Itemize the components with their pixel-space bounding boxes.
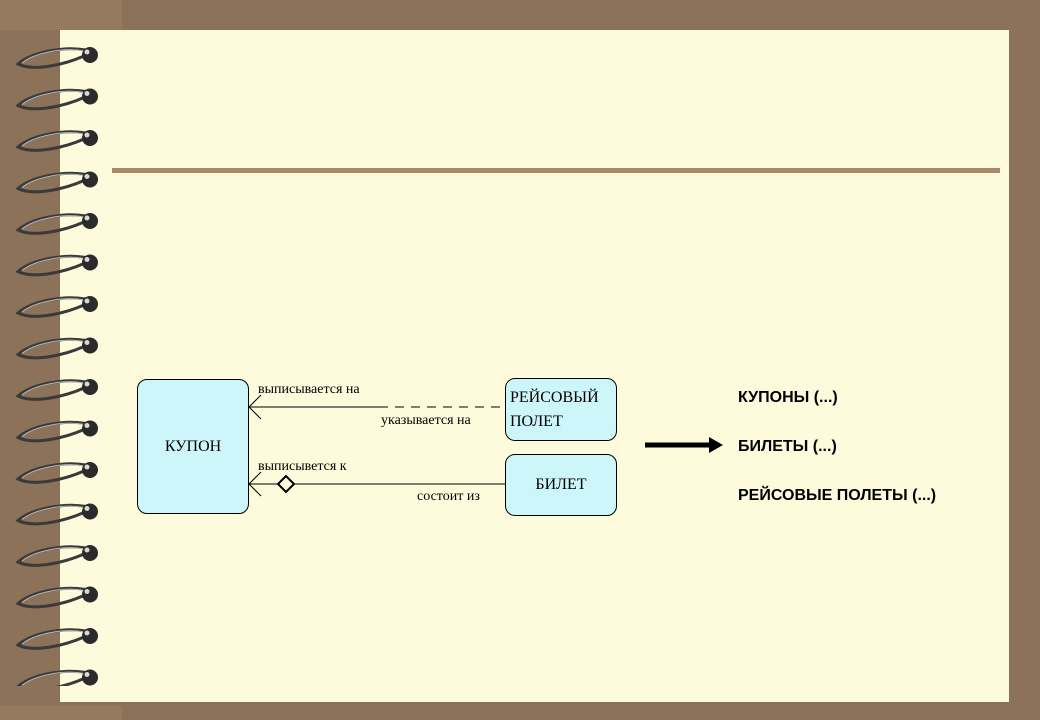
binding-hole xyxy=(82,337,98,354)
binding-hole-shine xyxy=(84,298,90,304)
spiral-ring-highlight xyxy=(21,298,85,313)
crows-foot-icon xyxy=(248,471,262,497)
er-diagram: КУПОН РЕЙСОВЫЙ ПОЛЕТ БИЛЕТ выписывается … xyxy=(137,365,995,525)
binding-hole-shine xyxy=(84,672,90,677)
corner-tab-bottom xyxy=(0,706,122,720)
binding-hole-shine xyxy=(84,547,90,553)
entity-coupon-label: КУПОН xyxy=(164,437,222,455)
entity-flight-label-line2: ПОЛЕТ xyxy=(510,413,563,430)
spiral-ring-wire xyxy=(15,503,87,526)
spiral-ring-wire xyxy=(15,545,87,567)
table-item-flights: РЕЙСОВЫЕ ПОЛЕТЫ (...) xyxy=(738,487,937,504)
spiral-ring-wire xyxy=(15,337,87,360)
spiral-ring-wire xyxy=(15,628,87,650)
binding-hole-shine xyxy=(84,91,90,96)
binding-hole xyxy=(82,628,98,644)
binding-hole xyxy=(82,88,98,105)
binding-hole xyxy=(82,47,98,63)
corner-tab xyxy=(0,0,122,30)
title-divider xyxy=(112,168,1000,173)
spiral-ring-wire xyxy=(15,586,87,609)
spiral-ring-wire xyxy=(15,254,87,277)
binding-hole-shine xyxy=(84,630,90,636)
binding-hole xyxy=(82,420,98,437)
spiral-ring-wire xyxy=(15,462,87,484)
spiral-ring-highlight xyxy=(21,381,85,396)
spiral-ring-highlight xyxy=(21,547,85,562)
spiral-ring-highlight xyxy=(21,132,85,147)
spiral-ring-highlight xyxy=(21,588,85,603)
spiral-ring-highlight xyxy=(21,256,85,271)
diamond-icon xyxy=(276,474,296,494)
spiral-ring-wire xyxy=(15,171,87,194)
binding-hole-shine xyxy=(84,174,90,179)
spiral-ring-wire xyxy=(15,47,87,69)
relationship-label: выписывется к xyxy=(258,459,347,474)
entity-coupon: КУПОН xyxy=(137,379,249,514)
binding-hole xyxy=(82,669,98,686)
spiral-ring-highlight xyxy=(21,215,85,230)
entity-ticket-label: БИЛЕТ xyxy=(535,476,587,493)
relationship-label: указывается на xyxy=(381,413,471,428)
spiral-ring-wire xyxy=(16,669,87,686)
spiral-ring-wire xyxy=(15,213,87,235)
binding-hole-shine xyxy=(84,423,90,428)
spiral-ring-wire xyxy=(15,130,87,152)
spiral-binding-icon xyxy=(15,47,98,686)
binding-hole-shine xyxy=(84,340,90,345)
binding-hole xyxy=(82,171,98,188)
crows-foot-icon xyxy=(248,394,262,420)
entity-flight-label-line1: РЕЙСОВЫЙ xyxy=(510,389,599,406)
binding-hole xyxy=(82,213,98,229)
spiral-ring-highlight xyxy=(21,464,85,479)
binding-hole-shine xyxy=(84,49,90,55)
binding-hole-shine xyxy=(84,589,90,594)
binding-hole-shine xyxy=(84,381,90,387)
arrow-head-icon xyxy=(709,437,723,453)
table-list: КУПОНЫ (...) БИЛЕТЫ (...) РЕЙСОВЫЕ ПОЛЕТ… xyxy=(738,388,936,535)
binding-hole-shine xyxy=(84,464,90,470)
spiral-ring-wire xyxy=(15,296,87,318)
diagram-lines xyxy=(248,394,723,497)
binding-hole xyxy=(82,462,98,478)
notebook-page xyxy=(60,30,1009,702)
binding-hole-shine xyxy=(84,257,90,262)
spiral-ring-wire xyxy=(15,420,87,443)
spiral-ring-highlight xyxy=(21,630,85,645)
spiral-ring-highlight xyxy=(21,671,85,686)
spiral-ring-highlight xyxy=(21,90,85,105)
table-item-coupons: КУПОНЫ (...) xyxy=(738,389,838,406)
binding-hole-shine xyxy=(84,506,90,511)
spiral-ring-highlight xyxy=(21,505,85,520)
spiral-ring-highlight xyxy=(21,49,85,64)
binding-hole xyxy=(82,130,98,146)
binding-hole xyxy=(82,545,98,561)
binding-hole xyxy=(82,379,98,395)
binding-hole xyxy=(82,254,98,271)
entity-ticket: БИЛЕТ xyxy=(505,454,617,516)
binding-hole xyxy=(82,296,98,312)
binding-hole-shine xyxy=(84,132,90,138)
spiral-ring-highlight xyxy=(21,339,85,354)
table-item-tickets: БИЛЕТЫ (...) xyxy=(738,438,837,455)
relationship-label: выписывается на xyxy=(258,382,360,397)
binding-hole xyxy=(82,586,98,603)
entity-flight: РЕЙСОВЫЙ ПОЛЕТ xyxy=(505,378,617,441)
spiral-ring-wire xyxy=(15,379,87,401)
binding-hole xyxy=(82,503,98,520)
spiral-ring-highlight xyxy=(21,173,85,188)
spiral-ring-highlight xyxy=(21,422,85,437)
spiral-ring-wire xyxy=(15,88,87,111)
binding-hole-shine xyxy=(84,215,90,221)
relationship-label: состоит из xyxy=(417,489,480,504)
